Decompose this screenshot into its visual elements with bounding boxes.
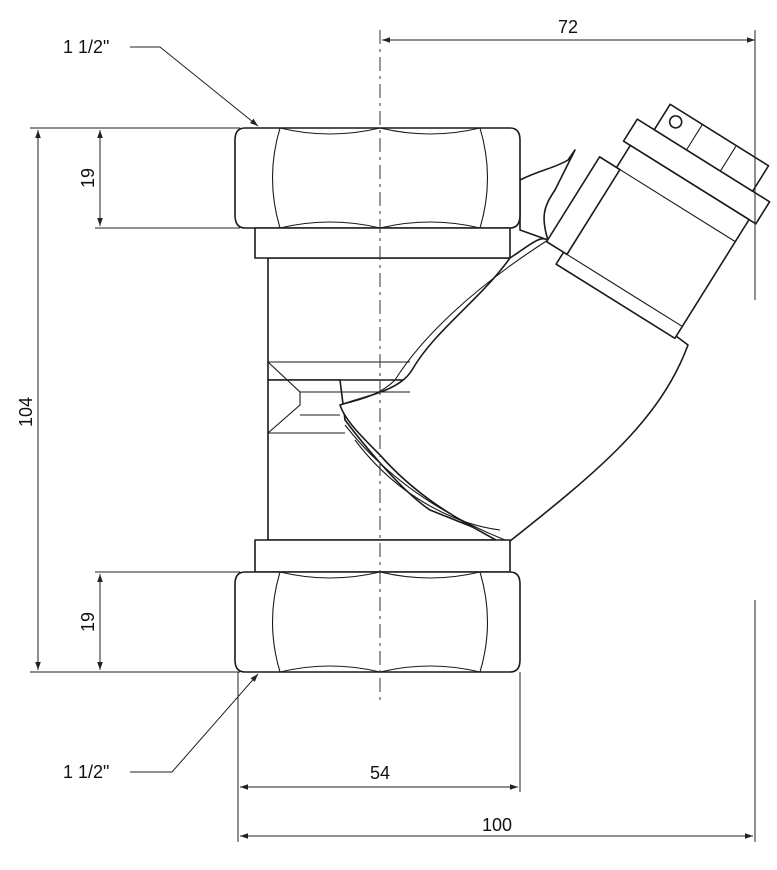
dimension-19-bottom-label: 19 bbox=[78, 612, 98, 632]
thread-label-top: 1 1/2" bbox=[63, 37, 109, 57]
dimension-54-label: 54 bbox=[370, 763, 390, 783]
dimension-100-label: 100 bbox=[482, 815, 512, 835]
thread-label-bottom: 1 1/2" bbox=[63, 762, 109, 782]
thread-leader-bottom: 1 1/2" bbox=[63, 673, 259, 782]
cap-hole bbox=[668, 115, 683, 129]
dimension-19-top-label: 19 bbox=[78, 168, 98, 188]
strainer-cap bbox=[545, 103, 771, 340]
dimension-104: 104 bbox=[16, 127, 240, 673]
dimension-72-label: 72 bbox=[558, 17, 578, 37]
dimension-104-label: 104 bbox=[16, 397, 36, 427]
dimension-54: 54 bbox=[237, 672, 521, 842]
strainer-branch bbox=[339, 238, 689, 546]
thread-leader-top: 1 1/2" bbox=[63, 37, 259, 127]
dimension-19-top: 19 bbox=[78, 130, 240, 229]
dimension-19-bottom: 19 bbox=[78, 571, 240, 670]
bottom-nut bbox=[234, 539, 521, 673]
top-nut bbox=[234, 127, 521, 259]
dimension-72: 72 bbox=[382, 17, 756, 300]
valve-body bbox=[267, 149, 689, 546]
dimension-100: 100 bbox=[240, 600, 756, 842]
